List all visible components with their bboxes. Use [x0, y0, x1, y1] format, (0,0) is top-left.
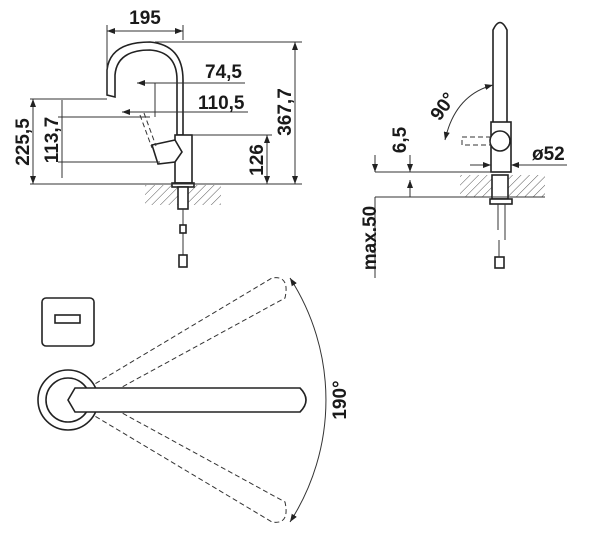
dim-6-5: 6,5: [390, 126, 411, 153]
dim-110-5: 110,5: [198, 93, 245, 114]
top-view: 190°: [37, 277, 351, 523]
dim-max-50: max.50: [360, 206, 381, 270]
dim-diameter-52: ø52: [532, 144, 565, 165]
spout-ghost-upper: [67, 277, 287, 411]
dim-126: 126: [247, 144, 268, 176]
spout-side: [492, 21, 508, 126]
dim-225-5: 225,5: [13, 118, 34, 166]
spout-ghost-lower: [67, 389, 287, 523]
dim-367-7: 367,7: [275, 88, 296, 136]
spout-plan: [67, 387, 307, 413]
dim-90-deg: 90°: [427, 89, 461, 125]
dim-113-7: 113,7: [42, 117, 63, 164]
side-view: 90° 6,5 max.50 ø52: [360, 21, 567, 278]
dim-190-deg: 190°: [330, 380, 351, 419]
dim-74-5: 74,5: [205, 62, 242, 83]
front-view: 195 367,7 74,5 110,5 225,5 113,7 126: [13, 8, 302, 268]
dim-195: 195: [129, 8, 161, 29]
lever: [150, 139, 183, 165]
spout: [106, 41, 184, 136]
